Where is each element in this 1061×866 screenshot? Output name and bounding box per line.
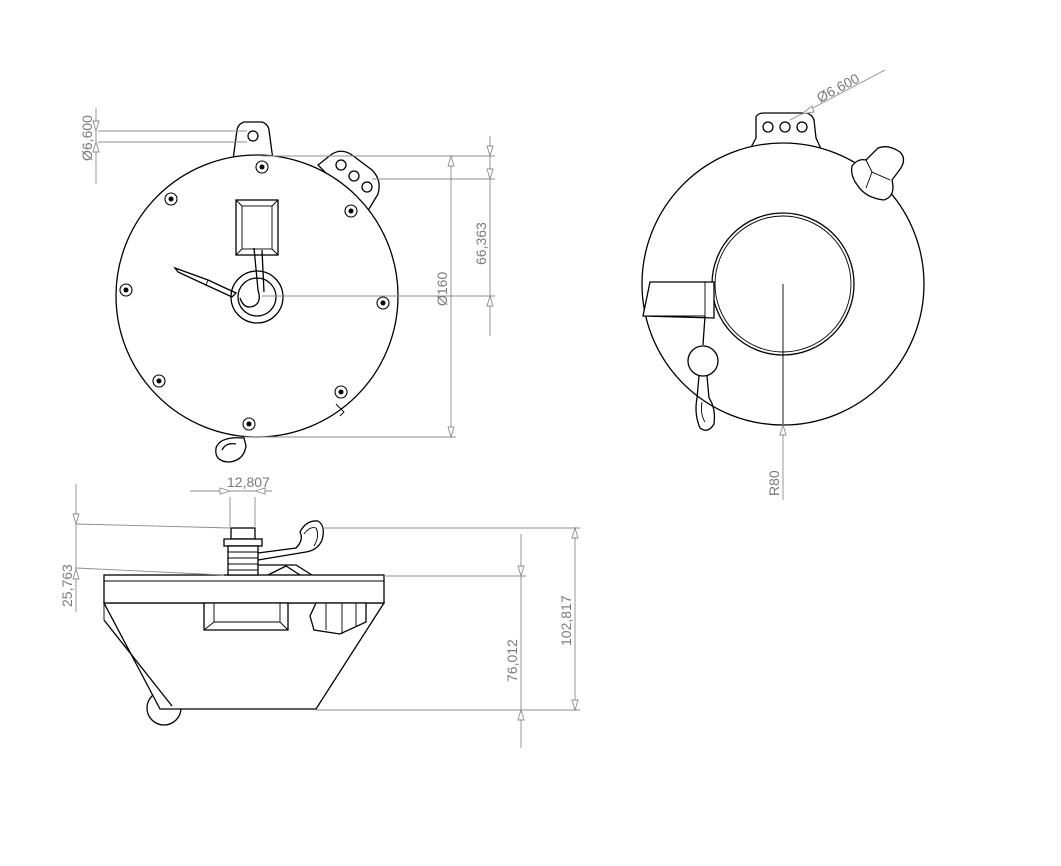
side-hub-cap [230,527,256,540]
side-knob [309,602,367,635]
front-diameter-dimension: Ø160 [434,272,450,306]
rear-ball-stop [687,345,719,377]
front-bracket-hole-1 [335,159,347,171]
front-bracket-hole-2 [348,170,360,182]
side-total-height-dimension: 102,817 [558,595,574,646]
side-body-edge [103,619,173,707]
front-hook-inner [221,442,237,451]
rear-knob [850,146,905,201]
rear-view [641,112,925,431]
rear-bracket-hole-1 [762,121,774,133]
rear-bracket-hole-2 [779,121,791,133]
side-top-width-dimension: 12,807 [227,474,270,490]
rear-hole-dimension: Ø6,600 [814,70,862,106]
front-bolts [119,160,390,431]
front-hub-arm [239,247,260,308]
side-view [102,520,386,726]
rear-hook [695,397,716,431]
front-bracket-hole-3 [361,181,373,193]
side-hub-flange [223,538,263,547]
front-view [115,121,399,463]
side-plate [103,574,385,604]
side-hub-body [227,545,259,576]
front-height-dimension: 66,363 [473,222,489,265]
side-dimensions: 12,807 25,763 76,012 102,817 [59,474,580,748]
rear-guide-box [642,281,715,319]
rear-cable [702,315,706,346]
front-small-tab [335,403,345,417]
rear-bracket-hole-3 [796,121,808,133]
front-lug-hole [247,130,259,142]
front-hole-dimension: Ø6,600 [79,115,95,161]
rear-radius-dimension: R80 [766,470,782,496]
front-dimensions: Ø6,600 66,363 Ø160 [79,108,495,439]
front-window [235,199,279,256]
front-hook [215,437,247,463]
side-hook [257,520,324,561]
side-body-height-dimension: 76,012 [504,639,520,682]
front-bracket [317,150,380,216]
front-window-inner [241,205,273,250]
side-window-box [203,602,289,631]
side-left-height-dimension: 25,763 [59,564,75,607]
side-lever [258,564,313,576]
